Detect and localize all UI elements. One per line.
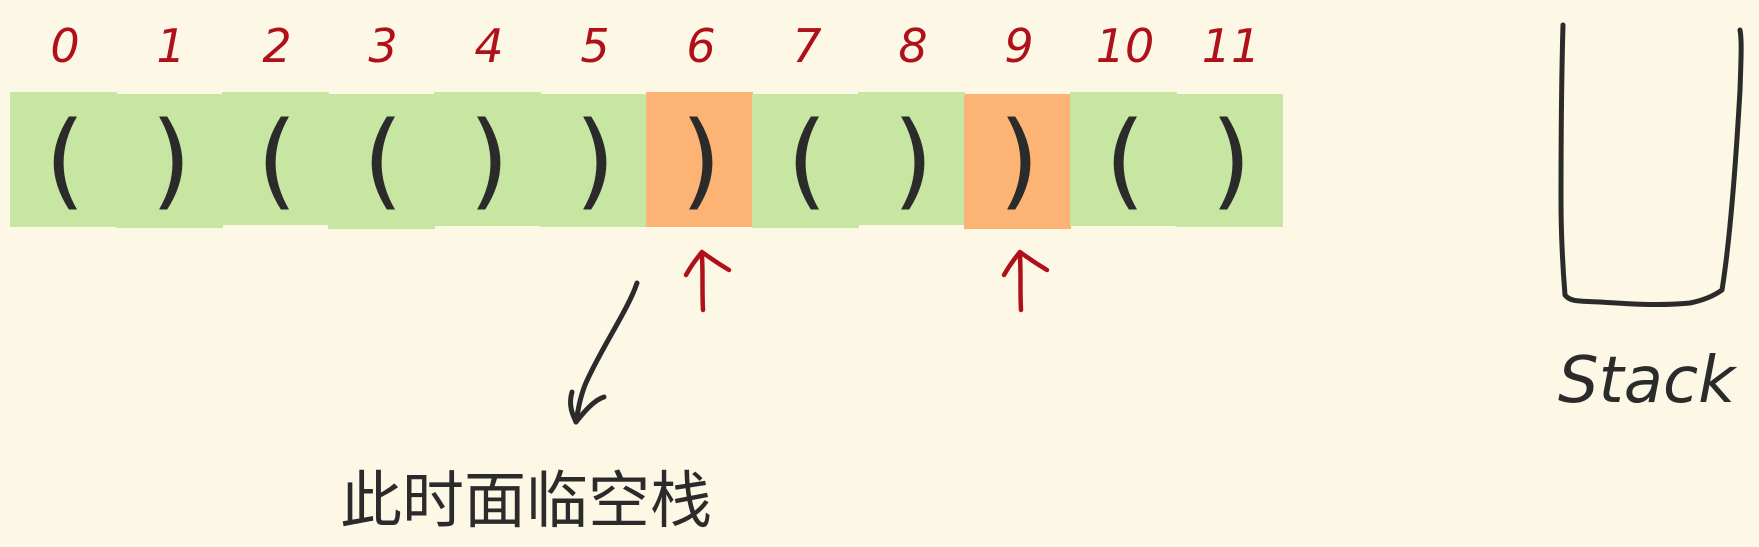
index-label: 6 xyxy=(686,19,715,73)
index-label: 5 xyxy=(580,19,609,73)
cell-valid-bg xyxy=(328,94,435,229)
cell-valid-bg xyxy=(222,92,329,225)
pointer-arrow xyxy=(683,249,732,313)
close-paren: ) xyxy=(893,99,934,221)
open-paren: ( xyxy=(45,99,86,221)
cell-valid-bg xyxy=(752,94,859,228)
cell-invalid-bg xyxy=(964,94,1071,229)
index-label: 1 xyxy=(156,19,185,73)
pointer-arrow-shaft xyxy=(1017,253,1024,313)
annotation-arrow xyxy=(568,280,640,425)
close-paren: ) xyxy=(1211,99,1252,221)
cell-valid-bg xyxy=(540,94,647,227)
close-paren: ) xyxy=(151,99,192,221)
pointer-arrow-head xyxy=(1001,249,1050,278)
index-label: 4 xyxy=(474,19,503,73)
pointer-arrow-head xyxy=(683,249,732,278)
cell-highlights xyxy=(10,92,1283,229)
open-paren: ( xyxy=(1105,99,1146,221)
annotation-text: 此时面临空栈 xyxy=(340,464,712,537)
cell-valid-bg xyxy=(858,92,965,225)
index-label: 10 xyxy=(1096,19,1155,73)
stack-label: Stack xyxy=(1558,344,1738,418)
index-label: 8 xyxy=(898,19,927,73)
open-paren: ( xyxy=(363,99,404,221)
cell-valid-bg xyxy=(1176,94,1283,227)
index-label: 0 xyxy=(50,19,79,73)
index-label: 9 xyxy=(1004,19,1033,73)
open-paren: ( xyxy=(787,99,828,221)
open-paren: ( xyxy=(257,99,298,221)
cell-valid-bg xyxy=(116,94,223,228)
cell-valid-bg xyxy=(1070,92,1177,226)
index-label: 2 xyxy=(262,19,291,73)
close-paren: ) xyxy=(681,99,722,221)
cell-valid-bg xyxy=(434,92,541,226)
close-paren: ) xyxy=(469,99,510,221)
index-labels: 0 1 2 3 4 5 6 7 8 9 10 11 xyxy=(50,19,1260,73)
pointer-arrows xyxy=(683,249,1050,313)
pointer-arrow-shaft xyxy=(699,253,706,313)
parenthesis-sequence: () ( ())) ()) () xyxy=(45,99,1252,221)
cell-valid-bg xyxy=(10,92,117,227)
index-label: 3 xyxy=(368,19,397,73)
pointer-arrow xyxy=(1001,249,1050,313)
index-label: 11 xyxy=(1202,19,1261,73)
close-paren: ) xyxy=(999,99,1040,221)
cell-invalid-bg xyxy=(646,92,753,227)
annotation-arrow-shaft xyxy=(573,280,640,425)
annotation-arrow-head xyxy=(568,389,607,425)
stack-outline xyxy=(1558,22,1744,308)
index-label: 7 xyxy=(792,19,821,73)
close-paren: ) xyxy=(575,99,616,221)
stack-container xyxy=(1558,22,1744,308)
